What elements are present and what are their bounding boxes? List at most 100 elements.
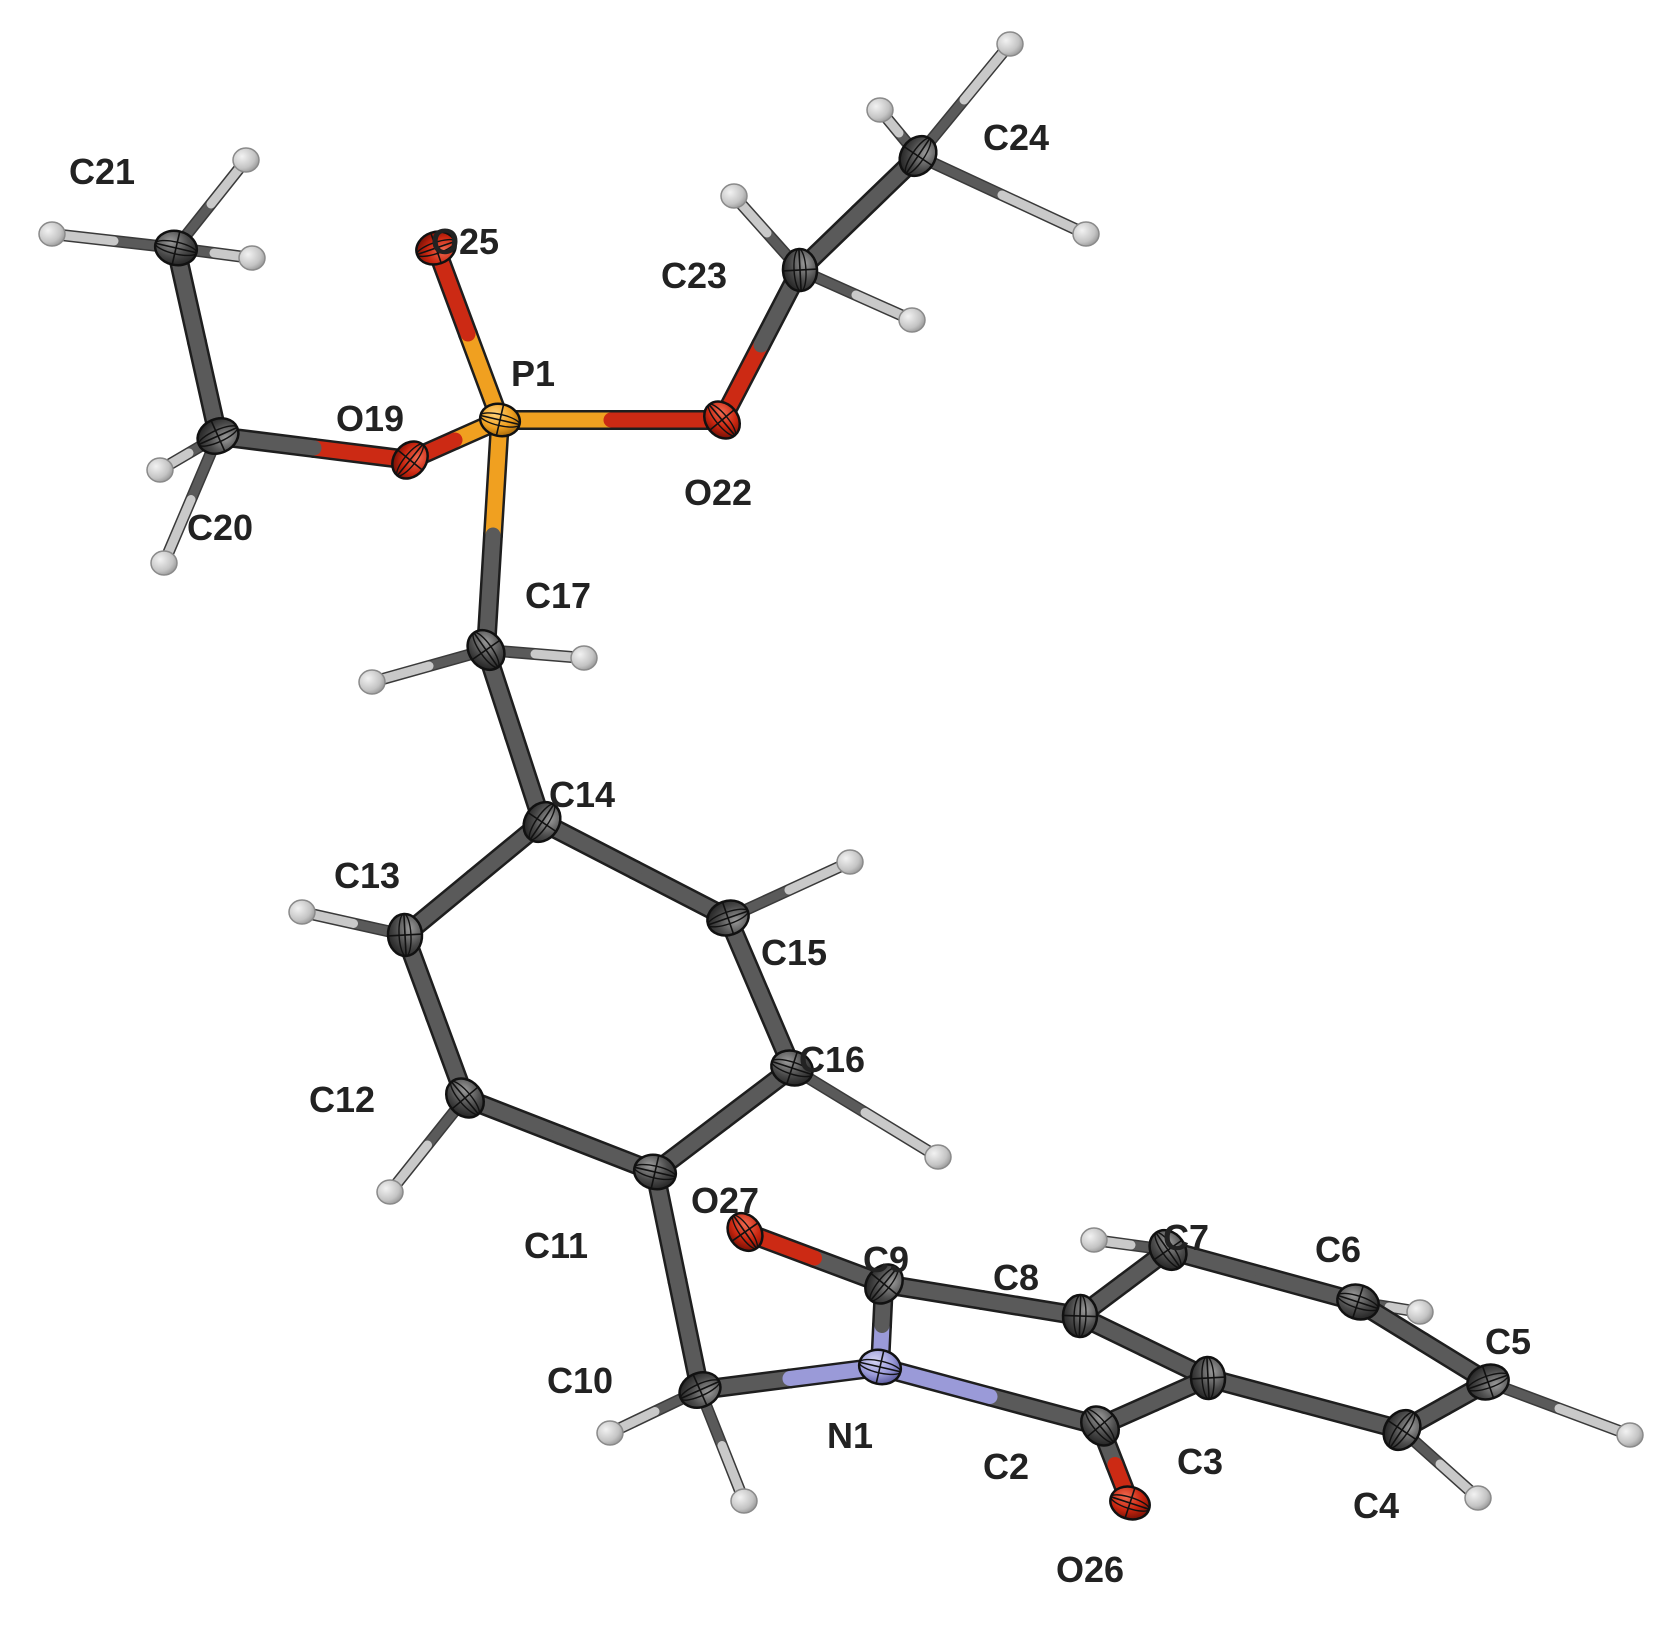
atom-label-C17: C17 — [525, 575, 591, 616]
bond-P1-C17 — [476, 410, 510, 660]
bond-P1-O25 — [426, 238, 510, 430]
atom-O25 — [415, 230, 457, 266]
atom-label-C11: C11 — [524, 1225, 588, 1266]
ellipsoid-axis — [692, 1374, 708, 1406]
atom-label-C2: C2 — [983, 1446, 1029, 1487]
atom-C13 — [386, 912, 424, 958]
hydrogen-atom — [924, 1144, 952, 1170]
hydrogen-atom — [570, 645, 598, 671]
ellipsoid-axis — [1062, 1314, 1098, 1318]
bond-C13-C12 — [395, 925, 475, 1108]
atom-C11 — [632, 1153, 678, 1191]
hydrogen-atom — [836, 849, 864, 875]
hydrogen-atom — [376, 1179, 404, 1205]
ellipsoid-ring — [1388, 1411, 1416, 1449]
ellipsoid-axis — [785, 1051, 799, 1085]
bond-O22-C23 — [712, 260, 810, 430]
atom-label-C14: C14 — [549, 774, 615, 815]
atom-N1 — [857, 1348, 903, 1386]
ellipsoid-ring — [416, 238, 456, 258]
ellipsoid-axis — [527, 811, 557, 833]
atom-label-N1: N1 — [827, 1415, 873, 1456]
ellipsoid-axis — [451, 1086, 479, 1110]
atom-C6 — [1336, 1283, 1380, 1321]
atom-label-C24: C24 — [983, 117, 1049, 158]
ellipsoid-axis — [782, 268, 818, 272]
bond-C15-C14 — [532, 812, 738, 928]
atom-label-C10: C10 — [547, 1360, 613, 1401]
ellipsoid-ring — [197, 425, 239, 447]
ellipsoid-axis — [650, 1155, 660, 1189]
atom-label-C9: C9 — [863, 1239, 909, 1280]
ellipsoid-axis — [1351, 1285, 1365, 1319]
ellipsoid-axis — [1124, 1487, 1136, 1519]
ellipsoid-axis — [875, 1350, 885, 1384]
atom-C5 — [1466, 1363, 1510, 1401]
hydrogen-atom — [866, 97, 894, 123]
ellipsoid-axis — [1481, 1365, 1495, 1399]
bond-C16-H — [786, 1062, 944, 1163]
ellipsoid-axis — [731, 1222, 759, 1242]
ellipsoid-axis — [709, 409, 735, 431]
ellipsoid-axis — [171, 231, 181, 265]
ellipsoid-axis — [1190, 1376, 1226, 1380]
atom-C12 — [444, 1077, 486, 1119]
atom-label-C8: C8 — [993, 1257, 1039, 1298]
atom-C8 — [1061, 1293, 1099, 1339]
hydrogen-atom — [720, 183, 748, 209]
ellipsoid-ring — [771, 1058, 813, 1078]
ellipsoid-ring — [731, 1214, 759, 1250]
hydrogen-atom — [996, 31, 1024, 57]
ellipsoid-axis — [903, 145, 933, 167]
ellipsoid-ring — [869, 1266, 899, 1302]
ellipsoid-axis — [430, 232, 442, 264]
hydrogen-atom — [898, 307, 926, 333]
ellipsoid-axis — [387, 933, 423, 937]
bond-C24-H — [912, 150, 1092, 240]
ellipsoid-axis — [721, 901, 735, 935]
atom-label-C23: C23 — [661, 255, 727, 296]
ellipsoid-axis — [495, 404, 505, 436]
atom-label-C5: C5 — [1485, 1321, 1531, 1362]
hydrogen-atom — [1080, 1227, 1108, 1253]
atom-C4 — [1382, 1408, 1422, 1452]
hydrogen-atom — [1464, 1485, 1492, 1511]
atom-C3 — [1189, 1355, 1227, 1401]
ellipsoid-ring — [858, 1358, 902, 1376]
hydrogen-atom — [1406, 1299, 1434, 1325]
atom-C17 — [466, 628, 506, 672]
ellipsoid-ring — [707, 908, 749, 928]
atom-label-C16: C16 — [799, 1039, 865, 1080]
bond-half — [997, 190, 1091, 239]
atom-C21 — [153, 229, 199, 267]
atom-C10 — [678, 1371, 722, 1409]
ellipsoid-ring — [395, 443, 425, 477]
bond-C14-C13 — [395, 812, 552, 945]
hydrogen-atom — [232, 147, 260, 173]
atom-label-C20: C20 — [187, 507, 253, 548]
atom-C20 — [196, 417, 240, 455]
bond-half — [670, 1273, 708, 1398]
atom-label-C6: C6 — [1315, 1229, 1361, 1270]
ellipsoid-ring — [1337, 1292, 1379, 1312]
hydrogen-atom — [730, 1488, 758, 1514]
atom-C15 — [706, 899, 750, 937]
bond-C4-C3 — [1198, 1368, 1412, 1440]
atom-label-O25: O25 — [431, 221, 499, 262]
bond-O19-C20 — [208, 426, 420, 470]
bond-C3-C8 — [1070, 1306, 1218, 1388]
ellipsoid-axis — [210, 420, 226, 452]
atom-C2 — [1079, 1405, 1121, 1447]
atom-P1 — [478, 402, 522, 438]
hydrogen-atom — [146, 457, 174, 483]
ellipsoid-ring — [1110, 1494, 1150, 1512]
ellipsoid-axis — [1153, 1239, 1183, 1261]
bond-C10-N1 — [690, 1357, 890, 1400]
atom-C9 — [864, 1263, 904, 1305]
bond-half — [860, 1108, 943, 1162]
atom-C23 — [781, 247, 819, 293]
ellipsoid-ring — [633, 1163, 677, 1181]
hydrogen-atom — [1072, 221, 1100, 247]
ellipsoid-axis — [397, 449, 423, 471]
